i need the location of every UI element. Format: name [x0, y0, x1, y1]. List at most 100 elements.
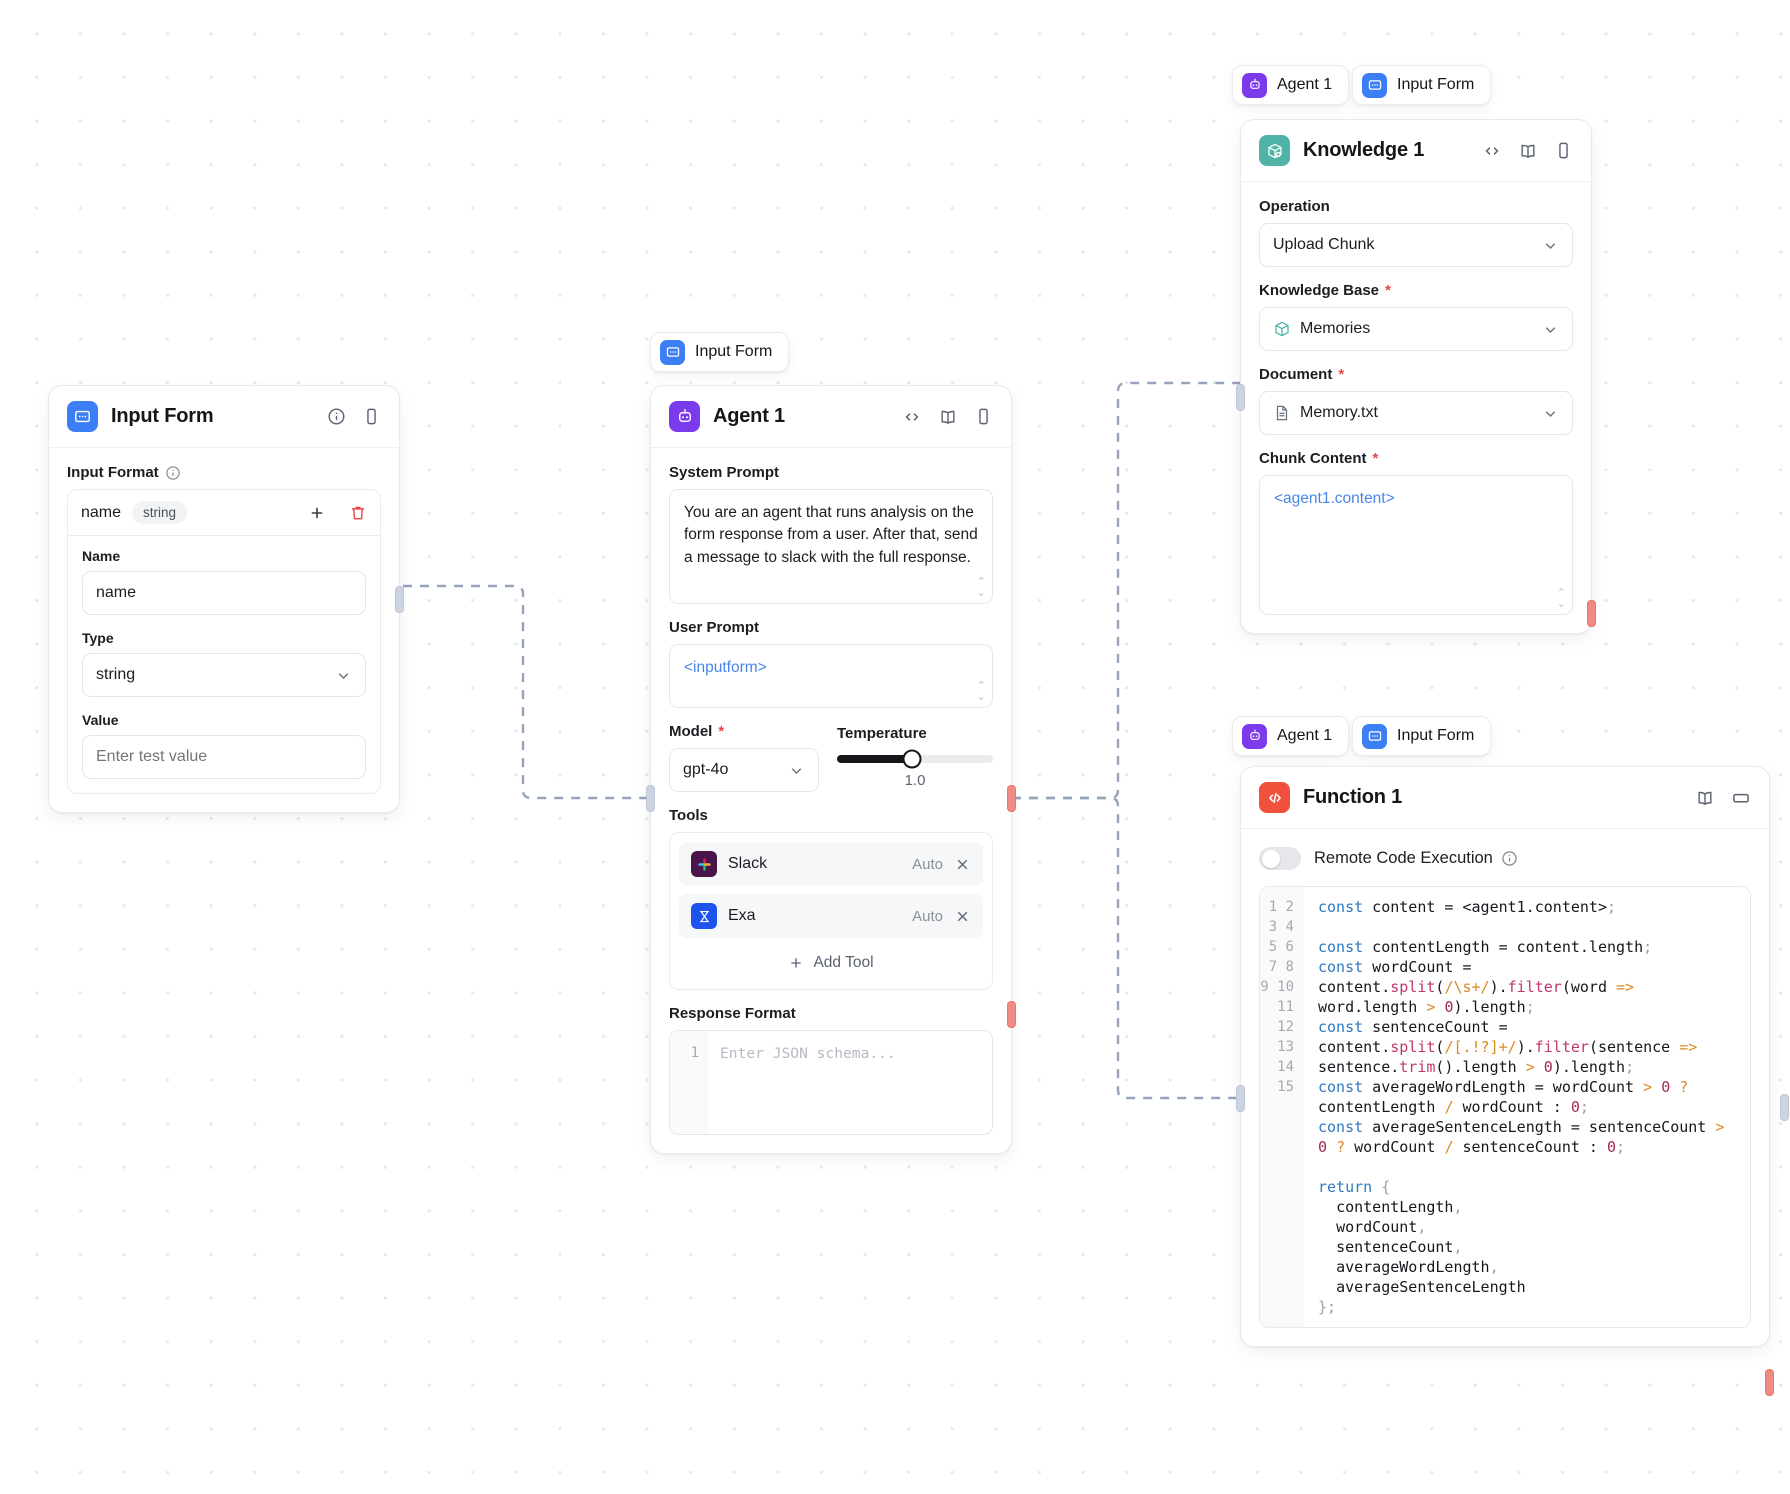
tool-row-exa[interactable]: Exa Auto: [679, 894, 983, 938]
info-icon[interactable]: [327, 407, 346, 426]
input-form-icon: [1362, 723, 1387, 749]
input-form-header[interactable]: Input Form: [49, 386, 399, 448]
chevron-down-icon: [1542, 321, 1559, 338]
entry-name: name: [81, 503, 122, 521]
tool-name: Slack: [728, 855, 768, 872]
book-icon[interactable]: [1695, 788, 1715, 808]
knowledge-output-port[interactable]: [1587, 600, 1596, 627]
tool-row-slack[interactable]: Slack Auto: [679, 842, 983, 886]
system-prompt-textarea[interactable]: You are an agent that runs analysis on t…: [669, 489, 993, 604]
info-icon[interactable]: [1501, 850, 1518, 867]
chip-agent-function[interactable]: Agent 1: [1232, 716, 1350, 756]
close-icon[interactable]: [954, 908, 971, 925]
knowledge-box-icon: [1259, 135, 1290, 166]
value-label: Value: [82, 712, 119, 728]
canvas-edge-port-right: [1780, 1094, 1789, 1121]
code-icon[interactable]: [1482, 141, 1502, 161]
remote-code-execution-toggle[interactable]: [1259, 847, 1301, 870]
book-icon[interactable]: [1518, 141, 1538, 161]
resize-handle-icon[interactable]: ⌃⌄: [976, 576, 986, 599]
agent-input-port[interactable]: [646, 785, 655, 812]
resize-handle-icon[interactable]: ⌃⌄: [976, 680, 986, 703]
node-knowledge-1[interactable]: Knowledge 1 Operation Upload Chunk: [1236, 119, 1596, 634]
slack-icon: [691, 851, 717, 877]
page-title: Function 1: [1303, 786, 1403, 808]
user-prompt-label: User Prompt: [669, 619, 760, 636]
model-select[interactable]: gpt-4o: [669, 748, 819, 792]
remote-code-execution-label: Remote Code Execution: [1314, 849, 1518, 868]
knowledge-header[interactable]: Knowledge 1: [1241, 120, 1591, 182]
temperature-value: 1.0: [904, 772, 926, 789]
info-icon[interactable]: [165, 465, 181, 481]
function-input-port[interactable]: [1236, 1085, 1245, 1112]
chip-inputform-function[interactable]: Input Form: [1352, 716, 1492, 756]
input-form-icon: [1362, 72, 1387, 98]
chevron-down-icon: [1542, 405, 1559, 422]
plus-icon[interactable]: [308, 504, 326, 522]
chevron-down-icon: [1542, 237, 1559, 254]
document-select[interactable]: Memory.txt: [1259, 391, 1573, 435]
system-prompt-label: System Prompt: [669, 464, 780, 481]
type-select[interactable]: string: [82, 653, 366, 697]
node-function-1[interactable]: Function 1 Remote Code Execution: [1236, 766, 1774, 1396]
mobile-preview-icon[interactable]: [362, 407, 381, 426]
tool-mode: Auto: [912, 855, 943, 873]
agent-output-port[interactable]: [1007, 785, 1016, 812]
function-code-icon: [1259, 782, 1290, 813]
node-input-form[interactable]: Input Form Input Format: [48, 385, 404, 813]
document-icon: [1273, 404, 1291, 422]
chunk-content-textarea[interactable]: <agent1.content> ⌃⌄: [1259, 475, 1573, 615]
mobile-preview-icon[interactable]: [974, 407, 993, 426]
resize-handle-icon[interactable]: ⌃⌄: [1556, 587, 1566, 610]
user-prompt-textarea[interactable]: <inputform> ⌃⌄: [669, 644, 993, 708]
code-content[interactable]: const content = <agent1.content>; const …: [1318, 898, 1725, 1316]
name-input[interactable]: name: [82, 571, 366, 615]
input-form-output-port[interactable]: [395, 586, 404, 613]
chip-label: Input Form: [1397, 727, 1475, 744]
expand-icon[interactable]: [1731, 788, 1751, 808]
operation-select[interactable]: Upload Chunk: [1259, 223, 1573, 267]
name-label: Name: [82, 548, 121, 564]
response-format-editor[interactable]: 1 Enter JSON schema...: [669, 1030, 993, 1135]
book-icon[interactable]: [938, 407, 958, 427]
code-icon[interactable]: [902, 407, 922, 427]
value-input[interactable]: [82, 735, 366, 779]
page-title: Input Form: [111, 405, 214, 427]
mobile-preview-icon[interactable]: [1554, 141, 1573, 160]
chip-label: Input Form: [695, 343, 773, 360]
function-output-port[interactable]: [1765, 1369, 1774, 1396]
temperature-slider[interactable]: [837, 749, 993, 769]
knowledge-input-port[interactable]: [1236, 384, 1245, 411]
input-format-box: name string Name name: [67, 489, 381, 794]
temperature-slider-knob[interactable]: [902, 749, 922, 769]
close-icon[interactable]: [954, 856, 971, 873]
operation-label: Operation: [1259, 198, 1330, 215]
chunk-content-token: <agent1.content>: [1274, 490, 1395, 507]
chip-label: Agent 1: [1277, 727, 1333, 744]
tool-name: Exa: [728, 907, 756, 924]
chunk-content-label: Chunk Content*: [1259, 450, 1379, 467]
response-format-label: Response Format: [669, 1005, 796, 1022]
chip-inputform-knowledge[interactable]: Input Form: [1352, 65, 1492, 105]
input-form-icon: [67, 401, 98, 432]
agent-output-port-secondary[interactable]: [1007, 1001, 1016, 1028]
knowledge-base-select[interactable]: Memories: [1259, 307, 1573, 351]
json-schema-placeholder: Enter JSON schema...: [720, 1045, 896, 1062]
add-tool-button[interactable]: Add Tool: [679, 946, 983, 980]
function-header[interactable]: Function 1: [1241, 767, 1769, 829]
plus-icon: [788, 955, 804, 971]
chip-input-form-agent[interactable]: Input Form: [650, 332, 790, 372]
node-agent-1[interactable]: Agent 1 System Prompt You are an agent t…: [646, 385, 1016, 1154]
tools-label: Tools: [669, 807, 708, 824]
agent-robot-icon: [1242, 72, 1267, 98]
tools-list: Slack Auto Exa Auto: [669, 832, 993, 990]
trash-icon[interactable]: [349, 504, 367, 522]
remote-code-execution-row[interactable]: Remote Code Execution: [1259, 845, 1751, 886]
input-format-entry-header[interactable]: name string: [68, 490, 380, 536]
document-label: Document*: [1259, 366, 1345, 383]
temperature-label: Temperature: [837, 725, 927, 742]
agent-header[interactable]: Agent 1: [651, 386, 1011, 448]
function-code-editor[interactable]: 1 2 3 4 5 6 7 8 9 10 11 12 13 14 15 cons…: [1259, 886, 1751, 1328]
chip-agent-knowledge[interactable]: Agent 1: [1232, 65, 1350, 105]
